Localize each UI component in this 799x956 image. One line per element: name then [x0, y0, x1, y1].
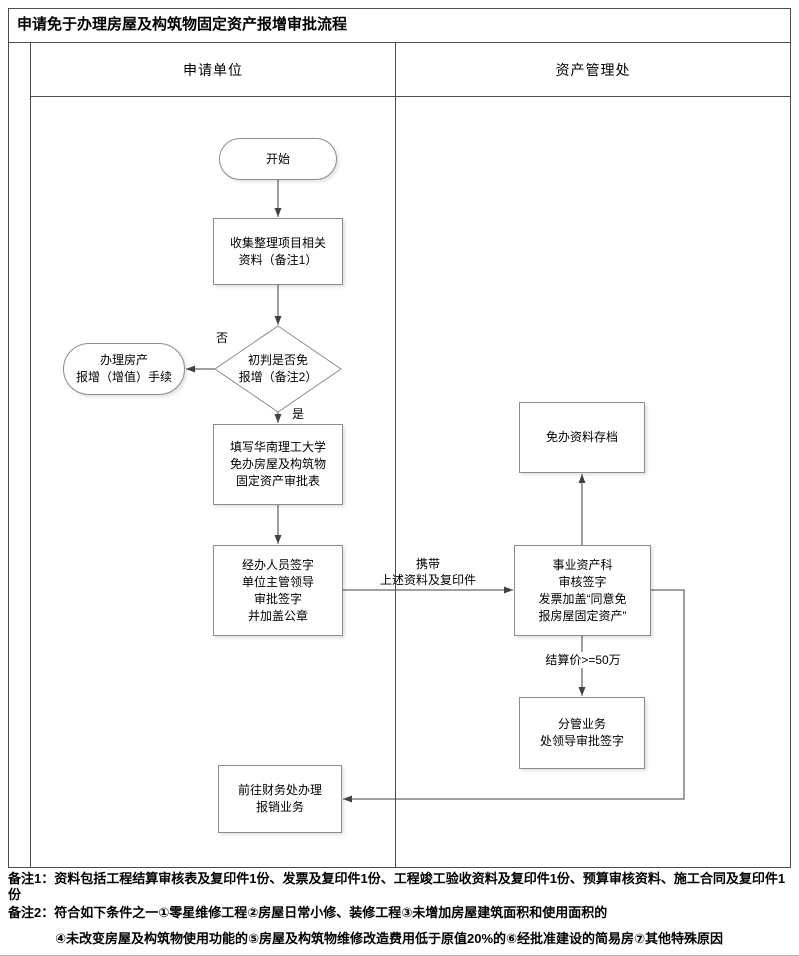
node-decision-text: 初判是否免 报增（备注2） — [238, 353, 318, 384]
node-asset-section-review: 事业资产科 审核签字 发票加盖“同意免 报房屋固定资产” — [514, 545, 651, 636]
decision-diamond-shape — [214, 325, 342, 413]
node-fill-approval-form: 填写华南理工大学 免办房屋及构筑物 固定资产审批表 — [213, 424, 343, 505]
node-collect-materials: 收集整理项目相关 资料（备注1） — [213, 218, 343, 285]
node-finance-reimbursement: 前往财务处办理 报销业务 — [218, 765, 342, 833]
frame-border — [8, 8, 791, 868]
lane-header-applicant: 申请单位 — [183, 61, 243, 78]
node-handle-property-increase: 办理房产 报增（增值）手续 — [63, 343, 185, 395]
node-sign-and-seal: 经办人员签字 单位主管领导 审批签字 并加盖公章 — [213, 545, 343, 636]
lane-header-asset-office: 资产管理处 — [555, 61, 631, 78]
edge-label-yes: 是 — [291, 407, 304, 421]
edge-label-settlement-threshold: 结算价>=50万 — [540, 652, 626, 668]
page-title: 申请免于办理房屋及构筑物固定资产报增审批流程 — [17, 16, 348, 33]
node-archive-materials: 免办资料存档 — [519, 402, 645, 473]
edge-label-carry-materials: 携带 上述资料及复印件 — [379, 557, 476, 587]
node-division-leader-approve: 分管业务 处领导审批签字 — [519, 697, 645, 769]
arrow-asset-review-to-finance — [343, 589, 685, 803]
remarks-section: 备注1：资料包括工程结算审核表及复印件1份、发票及复印件1份、工程竣工验收资料及… — [8, 871, 791, 947]
node-start: 开始 — [219, 138, 337, 180]
remark-2-line-2: ④未改变房屋及构筑物使用功能的⑤房屋及构筑物维修改造费用低于原值20%的⑥经批准… — [55, 931, 724, 946]
remark-1: 备注1：资料包括工程结算审核表及复印件1份、发票及复印件1份、工程竣工验收资料及… — [8, 871, 786, 902]
edge-label-no: 否 — [215, 331, 228, 345]
remark-2-line-1: 备注2：符合如下条件之一①零星维修工程②房屋日常小修、装修工程③未增加房屋建筑面… — [8, 905, 608, 920]
